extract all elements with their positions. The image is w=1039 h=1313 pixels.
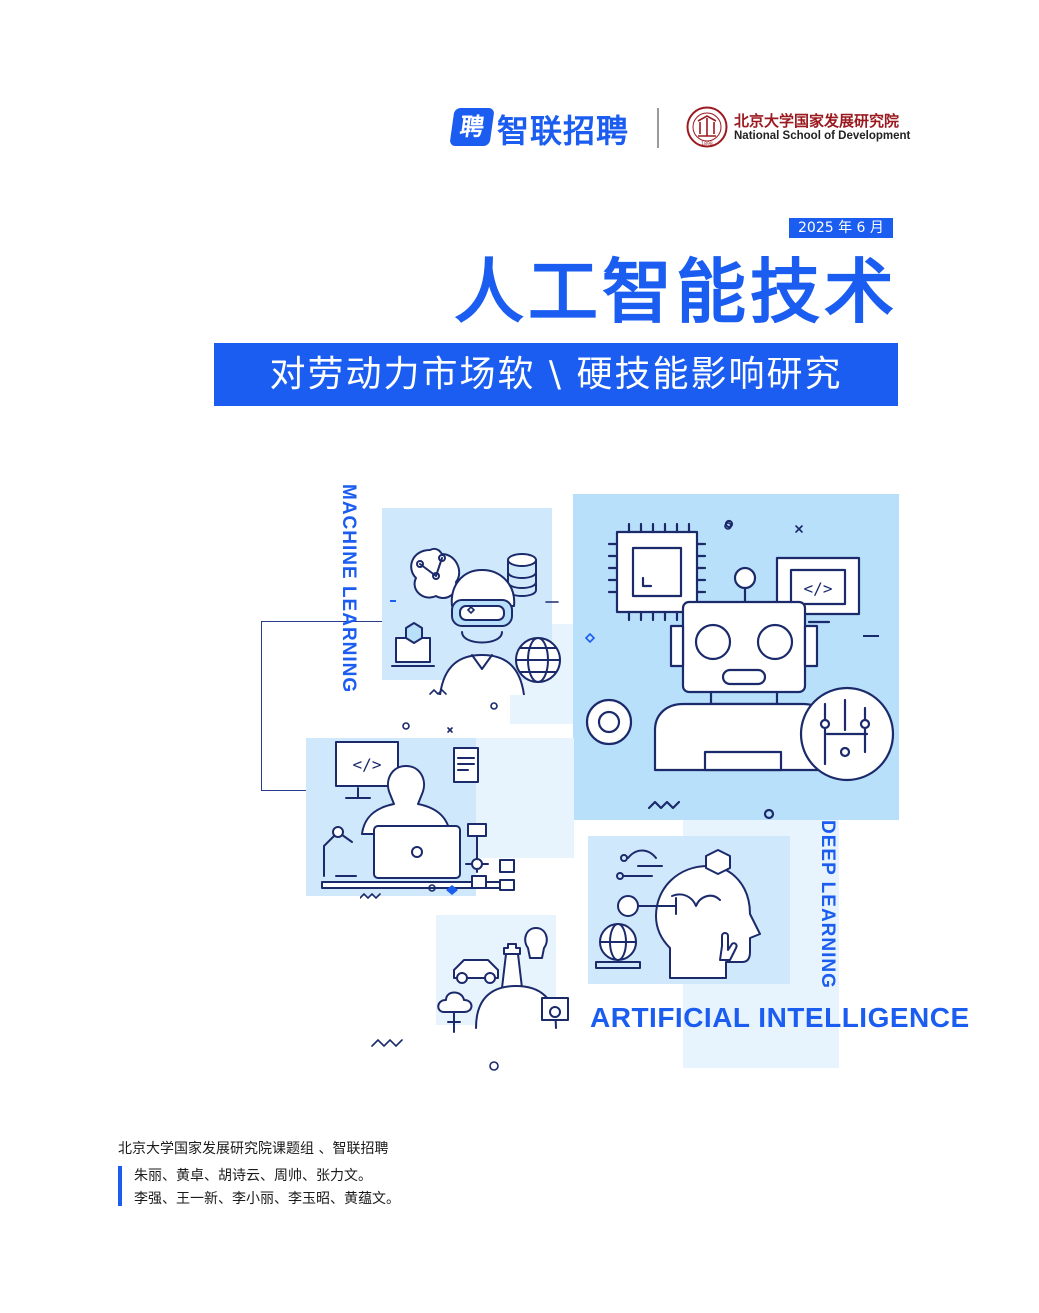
- date-badge: 2025 年 6 月: [789, 218, 893, 238]
- vr-person-icon: [390, 547, 561, 695]
- footer-authors-line2: 李强、王一新、李小丽、李玉昭、黄蕴文。: [134, 1191, 400, 1207]
- ideas-icon: [437, 927, 569, 1033]
- footer-organization: 北京大学国家发展研究院课题组 、智联招聘: [118, 1141, 389, 1157]
- pku-name-cn: 北京大学国家发展研究院: [734, 112, 900, 130]
- footer-accent-bar: [118, 1166, 122, 1206]
- zhaopin-logo-badge: 聘: [449, 108, 495, 146]
- logo-divider: [657, 108, 659, 148]
- ai-head-icon: [595, 849, 761, 979]
- robot-icon: </>: [585, 519, 895, 820]
- pku-seal-icon: 1898: [686, 106, 728, 148]
- label-artificial-intelligence: ARTIFICIAL INTELLIGENCE: [590, 1002, 970, 1033]
- footer-authors-line1: 朱丽、黄卓、胡诗云、周帅、张力文。: [134, 1168, 372, 1184]
- subtitle-bar: [214, 343, 898, 406]
- report-subtitle: 对劳动力市场软 \ 硬技能影响研究: [269, 354, 843, 395]
- coder-icon: </>: [321, 741, 515, 895]
- pku-name-en: National School of Development: [734, 130, 911, 142]
- label-machine-learning: MACHINE LEARNING: [338, 484, 359, 694]
- label-deep-learning: DEEP LEARNING: [817, 820, 838, 989]
- zhaopin-logo-text: 智联招聘: [497, 112, 630, 150]
- report-title: 人工智能技术: [454, 251, 898, 333]
- robot-screen-code: </>: [804, 579, 833, 598]
- decoration-marks: [360, 522, 803, 1071]
- coder-screen-code: </>: [353, 755, 382, 774]
- pku-seal-year: 1898: [701, 141, 713, 147]
